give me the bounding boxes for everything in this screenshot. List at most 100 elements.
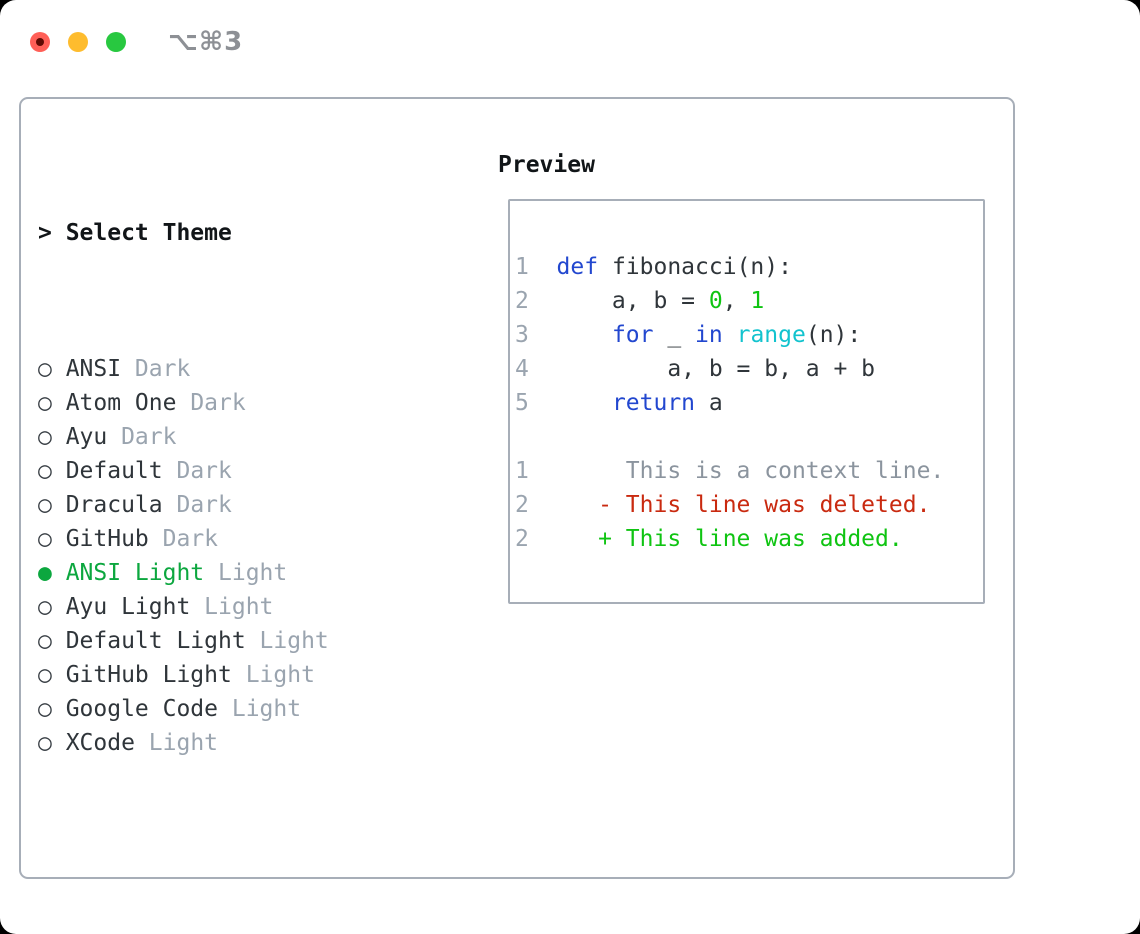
code-segment-plain: a	[695, 390, 723, 416]
radio-selected-icon: ●	[38, 560, 52, 586]
code-segment-added: + This line was added.	[528, 526, 903, 552]
theme-option-github[interactable]: ○ GitHub Dark	[38, 522, 426, 556]
select-theme-header: > Select Theme	[38, 216, 426, 250]
code-segment-plain: ,	[722, 288, 751, 314]
code-segment-plain: a, b =	[528, 288, 709, 314]
code-segment-lit: 1	[750, 288, 765, 314]
code-segment-kw: def	[556, 254, 599, 280]
code-segment-plain: _	[653, 322, 696, 348]
theme-variant-tag: Dark	[121, 424, 177, 450]
theme-option-default[interactable]: ○ Default Dark	[38, 454, 426, 488]
radio-icon: ○	[38, 628, 52, 654]
titlebar: ⌥⌘3	[30, 27, 243, 57]
preview-title: Preview	[498, 152, 595, 178]
theme-option-label: ANSI	[65, 356, 122, 382]
code-segment-plain	[529, 254, 557, 280]
code-line: 1 def fibonacci(n):	[515, 250, 983, 284]
theme-option-ansi[interactable]: ○ ANSI Dark	[38, 352, 426, 386]
cursor-caret-icon: >	[38, 220, 52, 246]
zoom-button[interactable]	[106, 32, 126, 52]
code-segment-plain: a, b = b, a + b	[528, 356, 876, 382]
theme-variant-tag: Dark	[190, 390, 246, 416]
theme-option-label: ANSI Light	[65, 560, 205, 586]
keyboard-shortcut-label: ⌥⌘3	[168, 27, 244, 57]
theme-variant-tag: Light	[204, 594, 274, 620]
line-number: 5	[515, 390, 529, 416]
radio-icon: ○	[38, 492, 52, 518]
close-button[interactable]	[30, 32, 50, 52]
radio-icon: ○	[38, 526, 52, 552]
theme-variant-tag: Light	[218, 560, 288, 586]
theme-variant-tag: Dark	[176, 458, 232, 484]
theme-option-github-light[interactable]: ○ GitHub Light Light	[38, 658, 426, 692]
theme-option-atom-one[interactable]: ○ Atom One Dark	[38, 386, 426, 420]
code-line: 3 for _ in range(n):	[515, 318, 983, 352]
theme-option-xcode[interactable]: ○ XCode Light	[38, 726, 426, 760]
radio-icon: ○	[38, 662, 52, 688]
theme-variant-tag: Dark	[176, 492, 232, 518]
theme-option-label: Atom One	[65, 390, 177, 416]
code-segment-plain: (n):	[805, 322, 862, 348]
line-number: 1	[515, 458, 529, 484]
line-number: 1	[515, 254, 529, 280]
radio-icon: ○	[38, 356, 52, 382]
theme-option-label: XCode	[65, 730, 135, 756]
minimize-button[interactable]	[68, 32, 88, 52]
theme-variant-tag: Light	[231, 696, 302, 722]
code-line: 4 a, b = b, a + b	[515, 352, 983, 386]
theme-option-ayu[interactable]: ○ Ayu Dark	[38, 420, 426, 454]
theme-option-ayu-light[interactable]: ○ Ayu Light Light	[38, 590, 426, 624]
theme-variant-tag: Dark	[162, 526, 219, 552]
theme-option-label: Default	[65, 458, 163, 484]
radio-icon: ○	[38, 696, 52, 722]
theme-option-label: GitHub	[65, 526, 149, 552]
line-number: 2	[515, 526, 529, 552]
code-segment-plain: fibonacci(n):	[598, 254, 792, 280]
code-segment-kw: return	[611, 390, 696, 416]
radio-icon: ○	[38, 730, 52, 756]
code-line	[515, 420, 983, 454]
radio-icon: ○	[38, 594, 52, 620]
theme-option-default-light[interactable]: ○ Default Light Light	[38, 624, 426, 658]
theme-option-google-code[interactable]: ○ Google Code Light	[38, 692, 426, 726]
theme-option-label: Default Light	[65, 628, 246, 654]
code-segment-lit: 0	[708, 288, 723, 314]
code-line: 2 + This line was added.	[515, 522, 983, 556]
select-theme-title: Select Theme	[65, 220, 232, 246]
code-line: 2 - This line was deleted.	[515, 488, 983, 522]
spacer-row	[38, 862, 426, 896]
code-segment-builtin: range	[736, 322, 806, 348]
line-number: 2	[515, 492, 529, 518]
code-line: 1 This is a context line.	[515, 454, 983, 488]
theme-option-ansi-light[interactable]: ● ANSI Light Light	[38, 556, 426, 590]
line-number: 3	[515, 322, 529, 348]
theme-variant-tag: Light	[148, 730, 219, 756]
line-number: 4	[515, 356, 529, 382]
code-segment-removed: - This line was deleted.	[528, 492, 931, 518]
theme-option-label: Ayu	[65, 424, 108, 450]
radio-icon: ○	[38, 458, 52, 484]
code-segment-plain	[529, 390, 612, 416]
theme-variant-tag: Light	[245, 662, 315, 688]
theme-option-label: Ayu Light	[65, 594, 191, 620]
radio-icon: ○	[38, 390, 52, 416]
code-segment-plain	[723, 322, 737, 348]
theme-variant-tag: Dark	[134, 356, 191, 382]
theme-option-dracula[interactable]: ○ Dracula Dark	[38, 488, 426, 522]
code-segment-kw: in	[695, 322, 723, 348]
theme-option-label: Dracula	[65, 492, 163, 518]
theme-option-label: GitHub Light	[65, 662, 232, 688]
theme-variant-tag: Light	[259, 628, 329, 654]
radio-icon: ○	[38, 424, 52, 450]
code-segment-context: This is a context line.	[528, 458, 945, 484]
theme-option-label: Google Code	[65, 696, 219, 722]
code-line: 2 a, b = 0, 1	[515, 284, 983, 318]
code-line: 5 return a	[515, 386, 983, 420]
code-segment-plain	[529, 322, 612, 348]
